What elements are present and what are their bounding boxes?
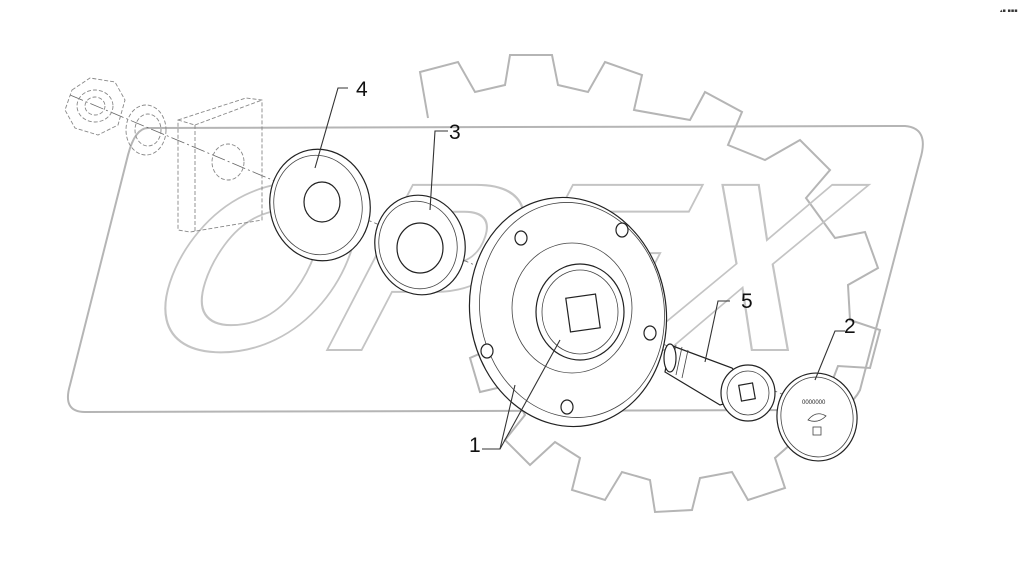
ghost-washer: [125, 104, 167, 156]
ghost-bracket: [177, 97, 263, 233]
callout-1: 1: [469, 434, 481, 457]
part-5-bolt: [663, 343, 776, 422]
callout-4: 4: [356, 78, 368, 101]
leader-lines: [314, 87, 845, 450]
ghost-nut: [64, 77, 126, 136]
callout-5: 5: [741, 290, 753, 313]
callout-3: 3: [449, 121, 461, 144]
watermark-gear-outline: [418, 54, 882, 514]
part-1-hub-flange: [468, 196, 668, 428]
corner-mark: ▴▪ ▪▪▪: [1000, 8, 1018, 14]
part-3-washer: [374, 194, 466, 296]
part-4-washer: [269, 148, 371, 262]
part-2-marking: 0000000: [802, 400, 826, 406]
part-2-cover-disc: 0000000: [776, 372, 858, 462]
callout-2: 2: [844, 315, 856, 338]
